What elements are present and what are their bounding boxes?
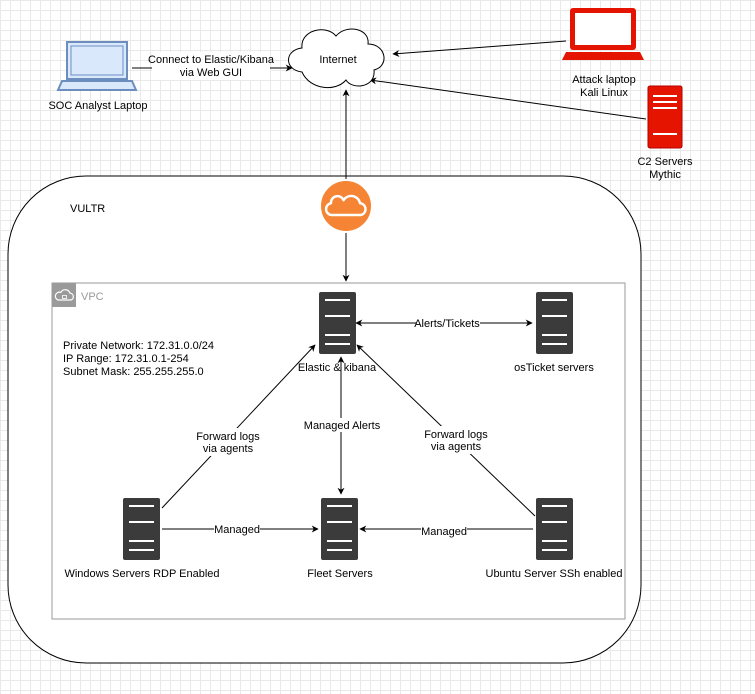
- osticket-label: osTicket servers: [514, 362, 594, 374]
- vpc-label: VPC: [81, 291, 104, 303]
- subnet-mask-text: Subnet Mask: 255.255.255.0: [63, 366, 204, 378]
- edge-label-forward-left-1: Forward logs: [196, 431, 260, 443]
- edge-label-managed-right: Managed: [421, 526, 467, 538]
- attack-laptop-label-1: Attack laptop: [572, 74, 636, 86]
- windows-label: Windows Servers RDP Enabled: [64, 568, 219, 580]
- edge-label-connect-2: via Web GUI: [180, 67, 242, 79]
- edge-label-forward-right-1: Forward logs: [424, 429, 488, 441]
- edge-label-forward-left-2: via agents: [203, 443, 254, 455]
- ubuntu-label: Ubuntu Server SSh enabled: [486, 568, 623, 580]
- vultr-label: VULTR: [70, 203, 105, 215]
- edge-label-alerts-tickets: Alerts/Tickets: [414, 318, 480, 330]
- fleet-server-icon: [321, 498, 358, 560]
- soc-laptop-icon: [56, 41, 138, 91]
- private-network-text: Private Network: 172.31.0.0/24: [63, 340, 214, 352]
- attack-laptop-icon: [562, 8, 644, 60]
- edge-label-managed-left: Managed: [214, 524, 260, 536]
- edge-c2-internet: [369, 77, 647, 120]
- fleet-label: Fleet Servers: [307, 568, 373, 580]
- osticket-server-icon: [536, 292, 573, 354]
- internet-cloud-icon: [288, 28, 385, 88]
- elastic-label: Elastic & kibana: [298, 362, 377, 374]
- soc-laptop-label: SOC Analyst Laptop: [48, 100, 147, 112]
- edge-label-forward-right-2: via agents: [431, 441, 482, 453]
- internet-label: Internet: [319, 54, 356, 66]
- attack-laptop-label-2: Kali Linux: [580, 87, 628, 99]
- windows-server-icon: [123, 498, 160, 560]
- c2-server-icon: [647, 85, 683, 149]
- vpc-icon: [52, 283, 76, 307]
- ubuntu-server-icon: [536, 498, 573, 560]
- edge-label-managed-alerts: Managed Alerts: [304, 420, 381, 432]
- ip-range-text: IP Range: 172.31.0.1-254: [63, 353, 189, 365]
- cloud-gateway-icon: [319, 179, 373, 233]
- elastic-server-icon: [319, 292, 356, 354]
- edge-attack-internet: [392, 40, 567, 58]
- c2-servers-label-1: C2 Servers: [637, 156, 693, 168]
- edge-windows-elastic: [161, 344, 316, 509]
- c2-servers-label-2: Mythic: [649, 169, 681, 181]
- edge-label-connect-1: Connect to Elastic/Kibana: [148, 54, 275, 66]
